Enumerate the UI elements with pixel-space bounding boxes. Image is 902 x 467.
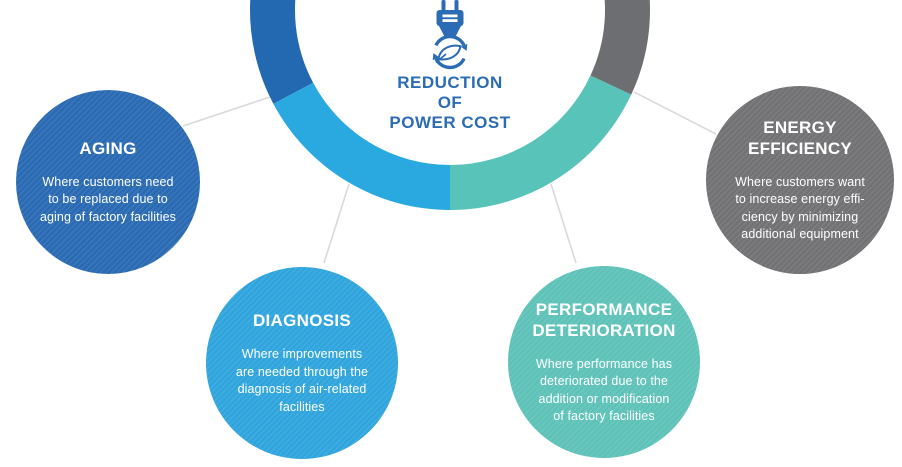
cycle-arrowhead-left (432, 53, 440, 61)
node-aging: AGING Where customers need to be replace… (16, 90, 200, 274)
ring-segment-performance (450, 75, 632, 210)
plug-prong-left (441, 0, 446, 11)
ring-segment-aging (250, 0, 314, 104)
cycle-arc-top (434, 34, 466, 47)
eco-power-plug-icon (422, 0, 478, 72)
node-performance: PERFORMANCE DETERIORATION Where performa… (508, 266, 700, 458)
connector-line (182, 96, 271, 127)
cycle-arrowhead-right (460, 43, 468, 51)
plug-icon (436, 0, 464, 38)
node-diagnosis: DIAGNOSIS Where improvements are needed … (206, 267, 398, 459)
ring-segment-energy (590, 0, 650, 95)
ring-segment-diagnosis (273, 82, 450, 210)
eco-cycle-ring (432, 34, 468, 70)
node-description: Where customers need to be replaced due … (39, 174, 177, 224)
plug-slot (442, 19, 458, 22)
center-title: REDUCTION OF POWER COST (389, 73, 511, 132)
connector-line (323, 183, 350, 264)
node-title: PERFORMANCE DETERIORATION (532, 299, 676, 340)
node-title: DIAGNOSIS (252, 311, 352, 330)
leaf-stem (435, 53, 447, 64)
plug-neck (439, 26, 461, 38)
connector-line (633, 91, 717, 135)
node-description: Where customers want to increase energy … (735, 174, 865, 242)
node-description: Where improvements are needed through th… (235, 347, 369, 414)
node-energy: ENERGY EFFICIENCY Where customers want t… (706, 86, 894, 274)
plug-body (436, 10, 464, 26)
node-title: AGING (79, 138, 137, 158)
plug-slot (442, 14, 458, 18)
connector-line (550, 183, 577, 264)
plug-prong-right (454, 0, 459, 11)
node-title: ENERGY EFFICIENCY (747, 117, 853, 158)
node-description: Where performance has deteriorated due t… (535, 356, 673, 424)
